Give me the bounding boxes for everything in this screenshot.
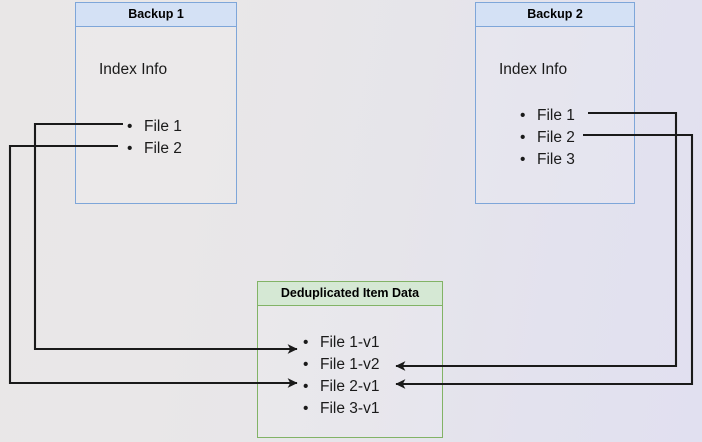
node-dedup-header: Deduplicated Item Data xyxy=(258,282,442,306)
list-item: File 2-v1 xyxy=(303,376,379,398)
list-item: File 2 xyxy=(127,138,182,160)
node-backup-1-index-info-label: Index Info xyxy=(99,61,168,78)
list-item: File 3 xyxy=(520,149,575,171)
list-item: File 2 xyxy=(520,127,575,149)
list-item: File 1-v2 xyxy=(303,354,379,376)
list-item: File 1 xyxy=(127,116,182,138)
node-backup-1-header: Backup 1 xyxy=(76,3,236,27)
node-dedup-body: File 1-v1 File 1-v2 File 2-v1 File 3-v1 xyxy=(258,306,442,437)
node-backup-1-file-list: File 1 File 2 xyxy=(127,116,182,160)
node-backup-2[interactable]: Backup 2 Index Info File 1 File 2 File 3 xyxy=(475,2,635,204)
node-backup-1-body: Index Info File 1 File 2 xyxy=(76,27,236,203)
node-backup-2-index-info-label: Index Info xyxy=(499,61,568,78)
node-deduplicated-item-data[interactable]: Deduplicated Item Data File 1-v1 File 1-… xyxy=(257,281,443,438)
node-backup-2-body: Index Info File 1 File 2 File 3 xyxy=(476,27,634,203)
node-dedup-item-list: File 1-v1 File 1-v2 File 2-v1 File 3-v1 xyxy=(303,332,379,420)
node-backup-2-header: Backup 2 xyxy=(476,3,634,27)
list-item: File 1 xyxy=(520,105,575,127)
node-backup-2-file-list: File 1 File 2 File 3 xyxy=(520,105,575,171)
list-item: File 3-v1 xyxy=(303,398,379,420)
node-backup-1[interactable]: Backup 1 Index Info File 1 File 2 xyxy=(75,2,237,204)
list-item: File 1-v1 xyxy=(303,332,379,354)
